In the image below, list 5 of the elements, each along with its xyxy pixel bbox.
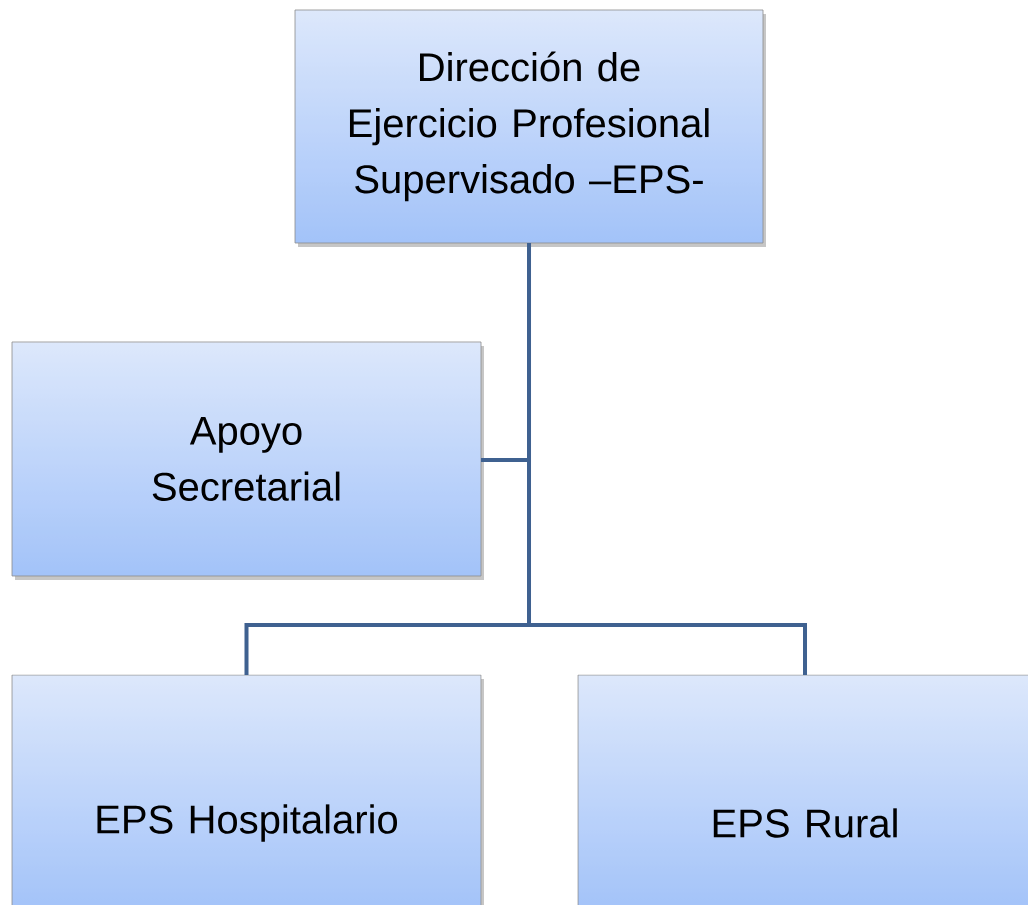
- org-box: Dirección de Ejercicio Profesional Supervisado –EPS-: [294, 9, 764, 244]
- org-box: Apoyo Secretarial: [11, 341, 482, 577]
- connector-line: [527, 243, 807, 675]
- org-box: EPS Rural: [577, 674, 1028, 905]
- org-box: EPS Hospitalario: [11, 674, 482, 905]
